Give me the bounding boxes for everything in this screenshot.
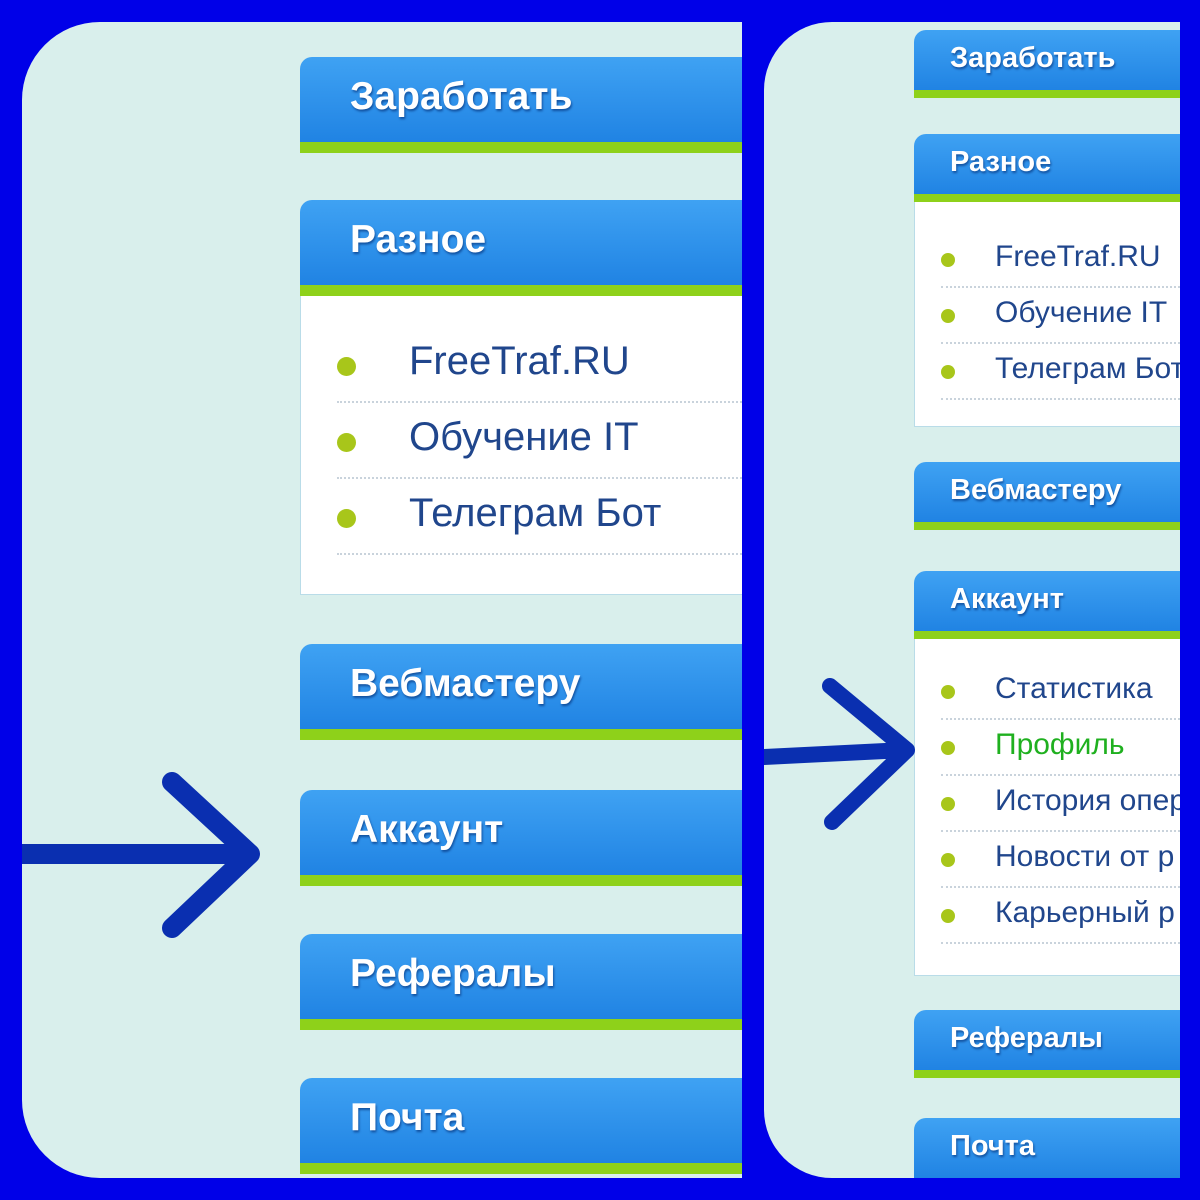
bullet-icon: [941, 741, 955, 755]
menu-header-earn[interactable]: Заработать: [914, 30, 1180, 98]
menu-header-label: Аккаунт: [950, 583, 1064, 615]
dotted-divider: [337, 477, 742, 479]
dotted-divider: [941, 942, 1180, 944]
submenu-item-label: Телеграм Бот: [995, 352, 1180, 385]
submenu-item-label: Новости от р: [995, 840, 1175, 873]
submenu-item-label: Обучение IT: [995, 296, 1168, 329]
dotted-divider: [941, 886, 1180, 888]
header-underline: [914, 1070, 1180, 1078]
menu-header-account[interactable]: Аккаунт: [300, 790, 742, 886]
menu-header-label: Разное: [950, 146, 1052, 178]
header-underline: [914, 90, 1180, 98]
submenu-item-career[interactable]: Карьерный р: [915, 888, 1180, 944]
bullet-icon: [941, 253, 955, 267]
bullet-icon: [941, 309, 955, 323]
header-underline: [914, 631, 1180, 639]
bullet-icon: [941, 853, 955, 867]
bullet-icon: [337, 433, 356, 452]
dotted-divider: [941, 830, 1180, 832]
submenu-item-it-training[interactable]: Обучение IT: [301, 403, 742, 479]
menu-header-misc[interactable]: Разное: [300, 200, 742, 296]
bullet-icon: [941, 909, 955, 923]
dotted-divider: [941, 342, 1180, 344]
menu-header-webmaster[interactable]: Вебмастеру: [914, 462, 1180, 530]
dotted-divider: [941, 286, 1180, 288]
menu-header-mail[interactable]: Почта: [300, 1078, 742, 1174]
header-underline: [914, 194, 1180, 202]
header-underline: [300, 875, 742, 886]
menu-header-misc[interactable]: Разное: [914, 134, 1180, 202]
header-underline: [914, 522, 1180, 530]
right-screenshot-panel: Заработать Разное FreeTraf.RU Обучение I…: [764, 22, 1180, 1178]
left-screenshot-panel: Заработать Разное FreeTraf.RU Обучение I…: [22, 22, 742, 1178]
bullet-icon: [941, 685, 955, 699]
menu-header-label: Почта: [950, 1130, 1036, 1162]
submenu-item-freetraf[interactable]: FreeTraf.RU: [915, 232, 1180, 288]
submenu-item-label: Телеграм Бот: [409, 491, 662, 535]
submenu-item-label: Статистика: [995, 672, 1153, 705]
dotted-divider: [941, 398, 1180, 400]
submenu-item-label: FreeTraf.RU: [409, 339, 630, 383]
menu-header-label: Заработать: [350, 75, 573, 118]
header-underline: [300, 142, 742, 153]
dotted-divider: [941, 718, 1180, 720]
menu-header-label: Вебмастеру: [350, 662, 581, 705]
menu-header-label: Почта: [350, 1096, 465, 1139]
submenu-item-label: Карьерный р: [995, 896, 1175, 929]
menu-header-label: Аккаунт: [350, 808, 504, 851]
submenu-item-label: Профиль: [995, 728, 1125, 761]
header-underline: [300, 1019, 742, 1030]
bullet-icon: [941, 365, 955, 379]
submenu-item-label: История опер: [995, 784, 1180, 817]
sidebar-menu: Заработать Разное FreeTraf.RU Обучение I…: [914, 22, 1180, 1178]
header-underline: [300, 729, 742, 740]
menu-header-webmaster[interactable]: Вебмастеру: [300, 644, 742, 740]
submenu-item-history[interactable]: История опер: [915, 776, 1180, 832]
header-underline: [300, 1163, 742, 1174]
submenu-item-profile[interactable]: Профиль: [915, 720, 1180, 776]
dotted-divider: [941, 774, 1180, 776]
bullet-icon: [941, 797, 955, 811]
bullet-icon: [337, 509, 356, 528]
menu-header-label: Вебмастеру: [950, 474, 1122, 506]
menu-header-referrals[interactable]: Рефералы: [300, 934, 742, 1030]
misc-submenu: FreeTraf.RU Обучение IT Телеграм Бот: [914, 202, 1180, 427]
bullet-icon: [337, 357, 356, 376]
menu-header-label: Заработать: [950, 42, 1116, 74]
menu-header-account[interactable]: Аккаунт: [914, 571, 1180, 639]
account-submenu: Статистика Профиль История опер Новости …: [914, 639, 1180, 976]
arrow-right-icon: [22, 772, 260, 938]
submenu-item-telegram-bot[interactable]: Телеграм Бот: [301, 479, 742, 555]
menu-header-label: Разное: [350, 218, 487, 261]
dotted-divider: [337, 553, 742, 555]
menu-header-referrals[interactable]: Рефералы: [914, 1010, 1180, 1078]
submenu-item-telegram-bot[interactable]: Телеграм Бот: [915, 344, 1180, 400]
header-underline: [300, 285, 742, 296]
submenu-item-label: Обучение IT: [409, 415, 639, 459]
arrow-right-icon: [764, 678, 915, 830]
menu-header-label: Рефералы: [950, 1022, 1103, 1054]
menu-header-earn[interactable]: Заработать: [300, 57, 742, 153]
sidebar-menu: Заработать Разное FreeTraf.RU Обучение I…: [300, 22, 742, 1178]
menu-header-mail[interactable]: Почта: [914, 1118, 1180, 1178]
submenu-item-label: FreeTraf.RU: [995, 240, 1161, 273]
menu-header-label: Рефералы: [350, 952, 556, 995]
submenu-item-it-training[interactable]: Обучение IT: [915, 288, 1180, 344]
misc-submenu: FreeTraf.RU Обучение IT Телеграм Бот: [300, 296, 742, 595]
submenu-item-news[interactable]: Новости от р: [915, 832, 1180, 888]
dotted-divider: [337, 401, 742, 403]
submenu-item-statistics[interactable]: Статистика: [915, 664, 1180, 720]
submenu-item-freetraf[interactable]: FreeTraf.RU: [301, 327, 742, 403]
